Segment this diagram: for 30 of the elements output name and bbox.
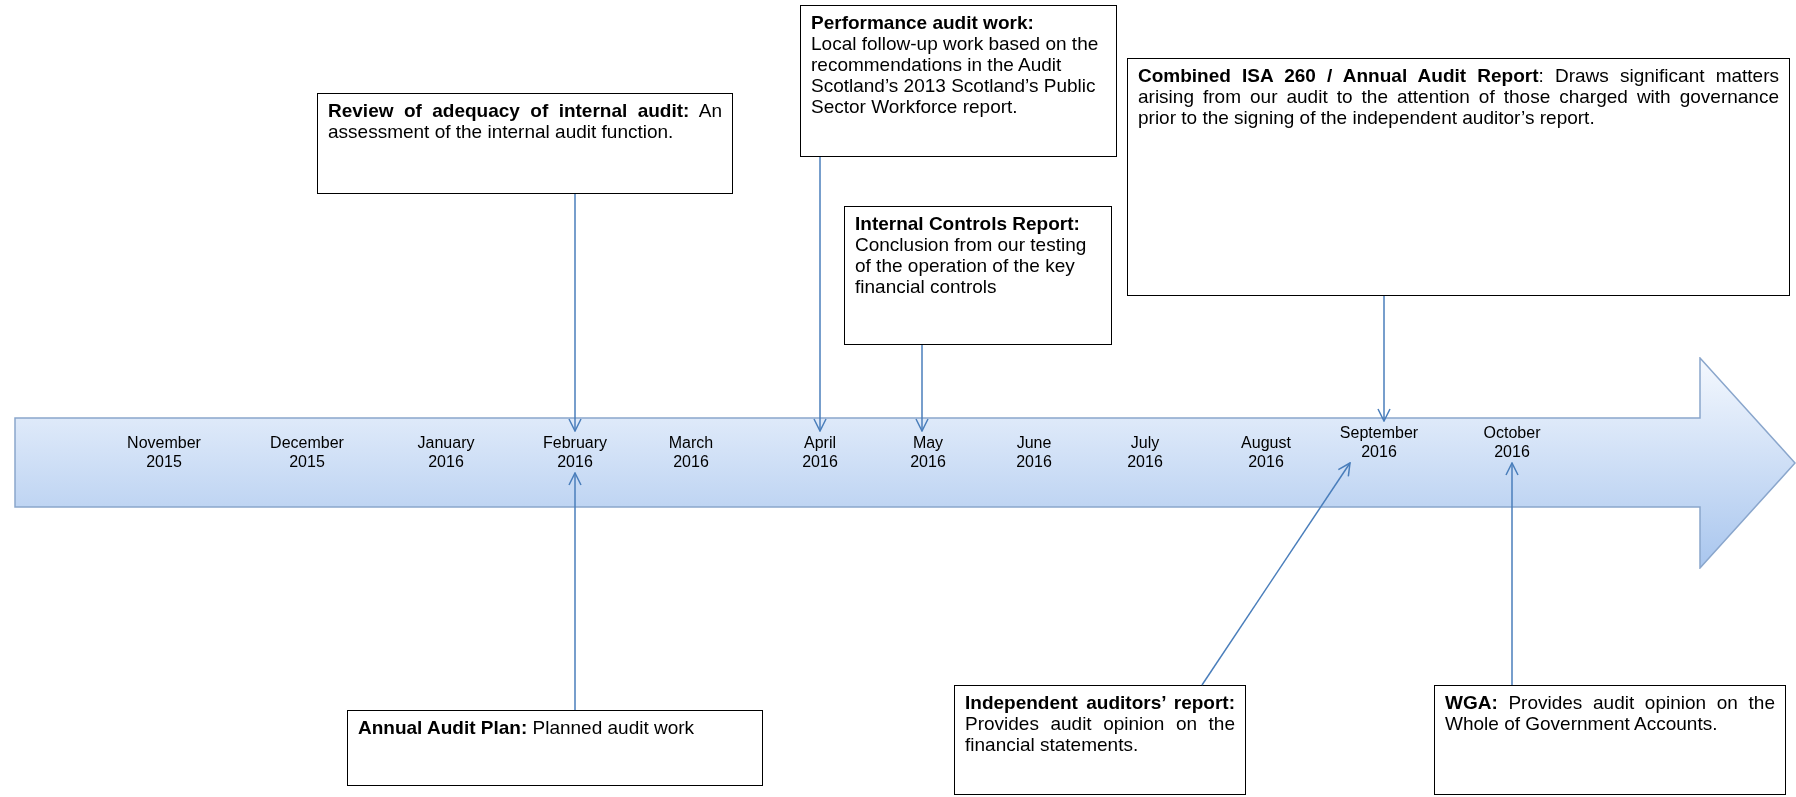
- callout-text: Conclusion from our testing of the operation of the key financial controls: [855, 234, 1088, 297]
- callout-box: Combined ISA 260 / Annual Audit Report: Draws significant matters arising from our audit to the attention of those charged with governance prior to the signing of the independent auditor’s report.: [1127, 58, 1790, 296]
- month-label: November 2015: [127, 433, 201, 471]
- callout-box: WGA: Provides audit opinion on the Whole of Government Accounts.: [1434, 685, 1786, 795]
- callout-heading: Performance audit work:: [811, 12, 1035, 33]
- arrow: [568, 472, 582, 711]
- arrow: [1505, 462, 1519, 686]
- arrow: [915, 344, 929, 432]
- month-label: May 2016: [910, 433, 946, 471]
- month-label: October 2016: [1483, 423, 1541, 461]
- callout-box: [800, 5, 1117, 157]
- month-label: September 2016: [1339, 423, 1419, 461]
- callout-box: Annual Audit Plan: Planned audit work: [347, 710, 763, 786]
- month-label: March 2016: [668, 433, 714, 471]
- month-label: December 2015: [270, 433, 344, 471]
- month-label: August 2016: [1241, 433, 1291, 471]
- month-label: June 2016: [1016, 433, 1052, 471]
- arrow: [568, 193, 582, 432]
- arrow: [1377, 295, 1391, 422]
- month-label: April 2016: [802, 433, 838, 471]
- callout-box: [844, 206, 1112, 345]
- callout-heading: Internal Controls Report:: [855, 213, 1081, 234]
- callout-box: Independent auditors’ report: Provides audit opinion on the financial statements.: [954, 685, 1246, 795]
- arrow: [813, 156, 827, 432]
- month-label: February 2016: [543, 433, 607, 471]
- callout-text: Local follow-up work based on the recommendations in the Audit Scotland’s 2013 Scotland’s Public Sector Workforce report.: [811, 33, 1100, 117]
- callout-box: Review of adequacy of internal audit: An assessment of the internal audit function.: [317, 93, 733, 194]
- month-label: January 2016: [417, 433, 475, 471]
- month-label: July 2016: [1127, 433, 1163, 471]
- arrow: [1201, 462, 1351, 686]
